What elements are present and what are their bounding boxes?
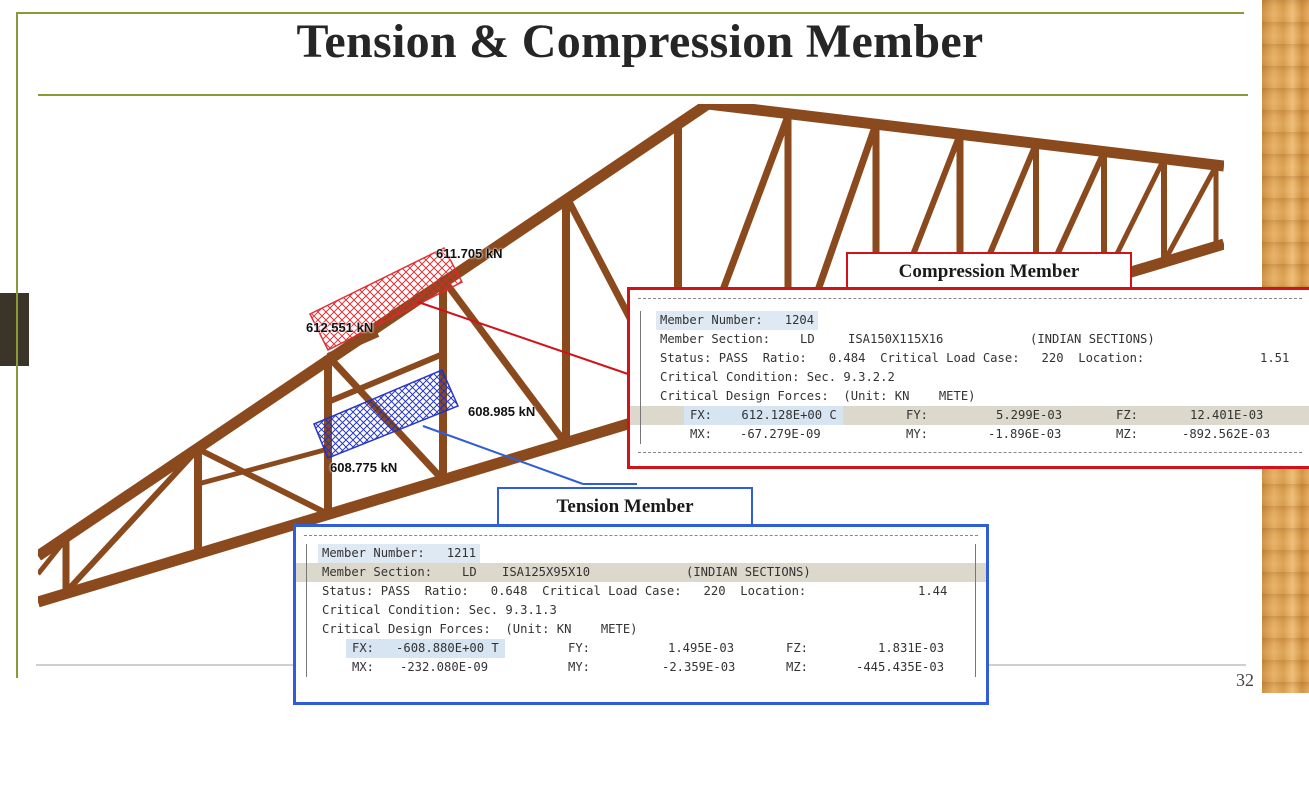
ten-fx-label: FX:: [352, 641, 375, 655]
comp-critical-condition: Critical Condition: Sec. 9.3.2.2: [660, 370, 895, 384]
ten-fy: 1.495E-03: [668, 641, 735, 655]
comp-status: Status: PASS Ratio: 0.484 Critical Load …: [660, 351, 1145, 365]
force-label-right-tension: 608.985 kN: [468, 404, 536, 419]
force-label-left-compression: 612.551 kN: [306, 320, 374, 335]
slide-side-tab: [0, 293, 29, 366]
compression-leader-line: [417, 301, 629, 375]
comp-location: 1.51: [1260, 351, 1290, 365]
comp-mz: -892.562E-03: [1182, 427, 1271, 441]
ten-my: -2.359E-03: [662, 660, 736, 674]
ten-mx-label: MX:: [352, 660, 375, 674]
comp-mz-label: MZ:: [1116, 427, 1139, 441]
comp-section-type: LD: [800, 332, 815, 346]
truss-members: [38, 104, 1224, 608]
ten-section-label: Member Section:: [322, 565, 433, 579]
ten-fz: 1.831E-03: [878, 641, 945, 655]
tension-leader-line: [422, 425, 584, 485]
comp-my: -1.896E-03: [988, 427, 1062, 441]
comp-fx: 612.128E+00 C: [741, 408, 837, 422]
tension-output-panel: Member Number: 1211 Member Section: LD I…: [293, 524, 989, 705]
slide-frame-top: [16, 12, 1244, 14]
ten-section-name: ISA125X95X10: [502, 565, 591, 579]
ten-mz: -445.435E-03: [856, 660, 945, 674]
ten-section-type: LD: [462, 565, 477, 579]
compression-member-label: Compression Member: [846, 252, 1132, 292]
ten-fz-label: FZ:: [786, 641, 809, 655]
ten-design-forces: Critical Design Forces: (Unit: KN METE): [322, 622, 638, 636]
ten-section-table: (INDIAN SECTIONS): [686, 565, 811, 579]
tension-member-highlight: [313, 369, 460, 459]
truss-drawing: [38, 104, 1224, 608]
comp-my-label: MY:: [906, 427, 929, 441]
comp-member-number-label: Member Number:: [660, 313, 763, 327]
comp-member-number: 1204: [784, 313, 815, 327]
ten-mz-label: MZ:: [786, 660, 809, 674]
ten-mx: -232.080E-09: [400, 660, 489, 674]
ten-member-number: 1211: [446, 546, 477, 560]
comp-fy: 5.299E-03: [996, 408, 1063, 422]
ten-location: 1.44: [918, 584, 948, 598]
comp-fz: 12.401E-03: [1190, 408, 1264, 422]
comp-section-table: (INDIAN SECTIONS): [1030, 332, 1155, 346]
comp-section-label: Member Section:: [660, 332, 771, 346]
ten-fx: -608.880E+00 T: [396, 641, 499, 655]
tension-member-label: Tension Member: [497, 487, 753, 527]
ten-my-label: MY:: [568, 660, 591, 674]
comp-mx: -67.279E-09: [740, 427, 821, 441]
ten-status: Status: PASS Ratio: 0.648 Critical Load …: [322, 584, 807, 598]
force-label-top-compression: 611.705 kN: [436, 246, 503, 261]
comp-mx-label: MX:: [690, 427, 713, 441]
comp-section-name: ISA150X115X16: [848, 332, 944, 346]
comp-fz-label: FZ:: [1116, 408, 1139, 422]
slide-frame-left: [16, 12, 18, 678]
ten-critical-condition: Critical Condition: Sec. 9.3.1.3: [322, 603, 557, 617]
compression-output-panel: Member Number: 1204 Member Section: LD I…: [627, 287, 1309, 469]
comp-fx-label: FX:: [690, 408, 713, 422]
comp-design-forces: Critical Design Forces: (Unit: KN METE): [660, 389, 976, 403]
compression-member-highlight: [308, 247, 464, 352]
comp-fy-label: FY:: [906, 408, 929, 422]
ten-fy-label: FY:: [568, 641, 591, 655]
force-label-left-tension: 608.775 kN: [330, 460, 398, 475]
title-divider: [38, 94, 1248, 96]
ten-member-number-label: Member Number:: [322, 546, 425, 560]
page-number: 32: [1236, 670, 1254, 690]
slide-title: Tension & Compression Member: [296, 15, 984, 68]
